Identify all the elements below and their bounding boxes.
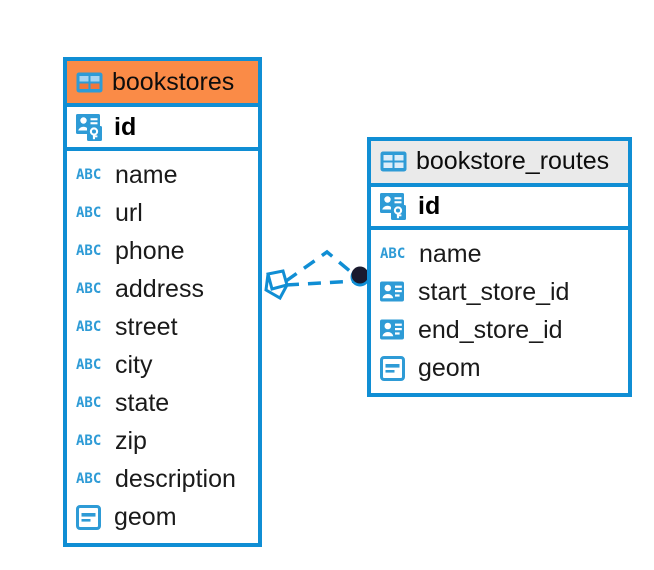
field-label: geom [418,353,481,382]
field-list-bookstore-routes: ABC name start_store_id [371,230,628,393]
field-row[interactable]: ABC state [76,384,249,422]
field-row[interactable]: ABC street [76,308,249,346]
pk-row-bookstores[interactable]: id [67,107,258,151]
field-label: phone [115,236,185,265]
abc-text-icon: ABC [380,246,406,262]
abc-text-icon: ABC [76,357,102,373]
field-row[interactable]: geom [380,349,619,387]
erd-table-bookstores[interactable]: bookstores id ABC name ABC [63,57,262,547]
field-row[interactable]: ABC description [76,460,249,498]
abc-text-icon: ABC [76,205,102,221]
field-row[interactable]: ABC url [76,194,249,232]
erd-table-bookstore-routes[interactable]: bookstore_routes id ABC name [367,137,632,397]
primary-key-icon [76,113,102,141]
abc-text-icon: ABC [76,319,102,335]
pk-label-bookstore-routes: id [418,191,441,220]
field-label: name [115,160,178,189]
field-label: description [115,464,236,493]
crows-foot-icon [264,269,289,301]
pk-row-bookstore-routes[interactable]: id [371,187,628,230]
field-row[interactable]: ABC zip [76,422,249,460]
field-row[interactable]: geom [76,498,249,536]
field-label: state [115,388,170,417]
field-row[interactable]: ABC city [76,346,249,384]
pk-label-bookstores: id [114,112,137,141]
abc-text-icon: ABC [76,167,102,183]
foreign-key-icon [380,319,404,339]
field-row[interactable]: ABC phone [76,232,249,270]
field-label: address [115,274,204,303]
abc-text-icon: ABC [76,281,102,297]
field-row[interactable]: ABC name [380,235,619,273]
field-label: name [419,239,482,268]
field-label: end_store_id [418,315,563,344]
geometry-icon [380,355,405,381]
table-title-bookstores: bookstores [112,67,235,96]
table-header-bookstores[interactable]: bookstores [67,61,258,107]
field-row[interactable]: start_store_id [380,273,619,311]
abc-text-icon: ABC [76,243,102,259]
table-grid-icon [76,72,103,92]
foreign-key-icon [380,281,404,301]
field-row[interactable]: ABC address [76,270,249,308]
abc-text-icon: ABC [76,471,102,487]
field-label: url [115,198,143,227]
relationship-line-upper [284,249,359,283]
field-label: street [115,312,178,341]
primary-key-icon [380,192,406,220]
field-label: city [115,350,153,379]
geometry-icon [76,504,101,530]
field-label: geom [114,502,177,531]
table-grid-icon [380,151,407,172]
table-title-bookstore-routes: bookstore_routes [416,147,610,176]
field-row[interactable]: end_store_id [380,311,619,349]
field-row[interactable]: ABC name [76,156,249,194]
relationship-line-lower [285,279,357,287]
field-label: zip [115,426,147,455]
field-list-bookstores: ABC name ABC url ABC phone ABC address A… [67,151,258,542]
abc-text-icon: ABC [76,395,102,411]
abc-text-icon: ABC [76,433,102,449]
field-label: start_store_id [418,277,570,306]
table-header-bookstore-routes[interactable]: bookstore_routes [371,141,628,187]
